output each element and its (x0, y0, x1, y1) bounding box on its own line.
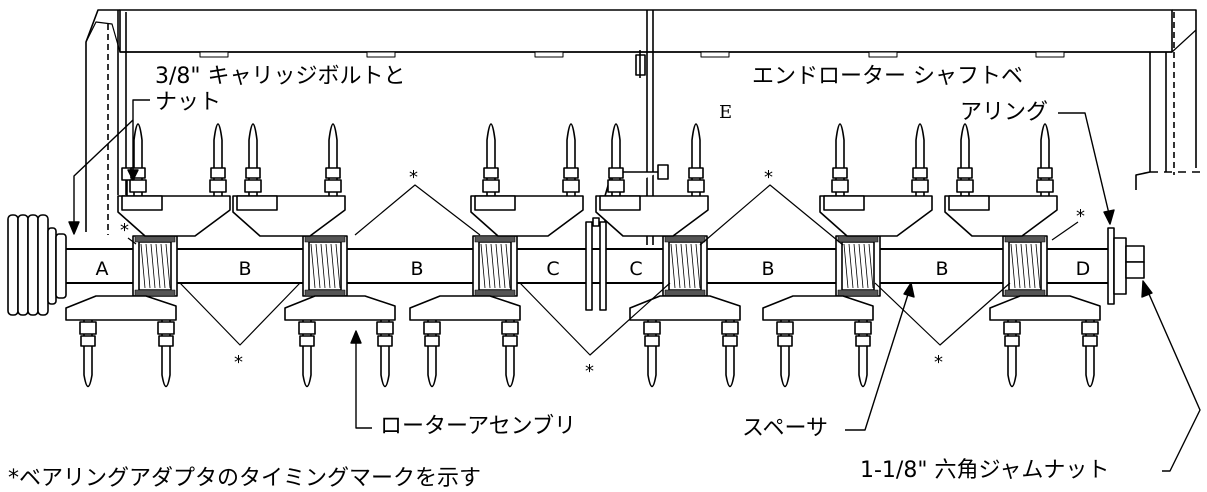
segment-label: B (238, 258, 251, 280)
frame (85, 9, 1205, 245)
segment-label: B (761, 258, 774, 280)
segment-labels: A B B C C B B D E (96, 102, 1091, 280)
timing-mark: * (934, 352, 943, 373)
timing-mark: * (1076, 206, 1085, 227)
callout-leaders (68, 99, 1201, 472)
bearing-collar (302, 235, 348, 297)
segment-label: B (410, 258, 423, 280)
timing-mark: * (764, 167, 773, 188)
bearing-collars (132, 235, 1048, 297)
end-rotor-bearing-label-line1: エンドローター シャフトベ (752, 64, 1023, 89)
segment-label: C (629, 258, 642, 280)
end-rotor-bearing-label-line2: アリング (960, 100, 1049, 125)
rotor-assemblies (65, 123, 1101, 388)
rotor-head-top (819, 123, 933, 237)
segment-label: A (96, 258, 109, 280)
carriage-bolt-label-line1: 3/8" キャリッジボルトと (155, 64, 406, 89)
bearing-collar (835, 235, 881, 297)
rotor-head-top (117, 123, 231, 237)
timing-mark: * (234, 352, 243, 373)
bearing-collar (472, 235, 518, 297)
timing-marks: * * * * * * * (120, 167, 1085, 382)
rotor-head-top (232, 123, 346, 237)
segment-label: D (1076, 258, 1091, 280)
timing-mark: * (409, 167, 418, 188)
rotor-head-bottom (989, 295, 1101, 388)
rotor-head-bottom (284, 295, 396, 388)
rotor-shaft (66, 248, 1124, 284)
rotor-assembly-label: ローターアセンブリ (380, 414, 577, 439)
rotor-head-bottom (65, 295, 177, 388)
drive-pulley (7, 214, 74, 316)
timing-mark: * (120, 220, 129, 241)
rotor-head-bottom (409, 295, 521, 388)
timing-mark: * (585, 361, 594, 382)
bearing-collar (1002, 235, 1048, 297)
frame-label: E (719, 102, 732, 123)
jam-nut-label: 1-1/8" 六角ジャムナット (860, 458, 1110, 483)
bearing-collar (132, 235, 178, 297)
rotor-head-top (595, 123, 709, 237)
rotor-head-bottom (629, 295, 741, 388)
center-coupling (585, 164, 669, 311)
timing-mark-leaders (127, 184, 1079, 356)
carriage-bolt-label-line2: ナット (155, 90, 222, 115)
rotor-head-top (470, 123, 584, 237)
segment-label: B (935, 258, 948, 280)
end-bearing (1107, 227, 1145, 305)
rotor-head-top (944, 123, 1058, 237)
spacer-label: スペーサ (742, 416, 829, 441)
bearing-collar (662, 235, 708, 297)
footnote: *ベアリングアダプタのタイミングマークを示す (8, 466, 482, 491)
segment-label: C (546, 258, 559, 280)
rotor-head-bottom (762, 295, 874, 388)
